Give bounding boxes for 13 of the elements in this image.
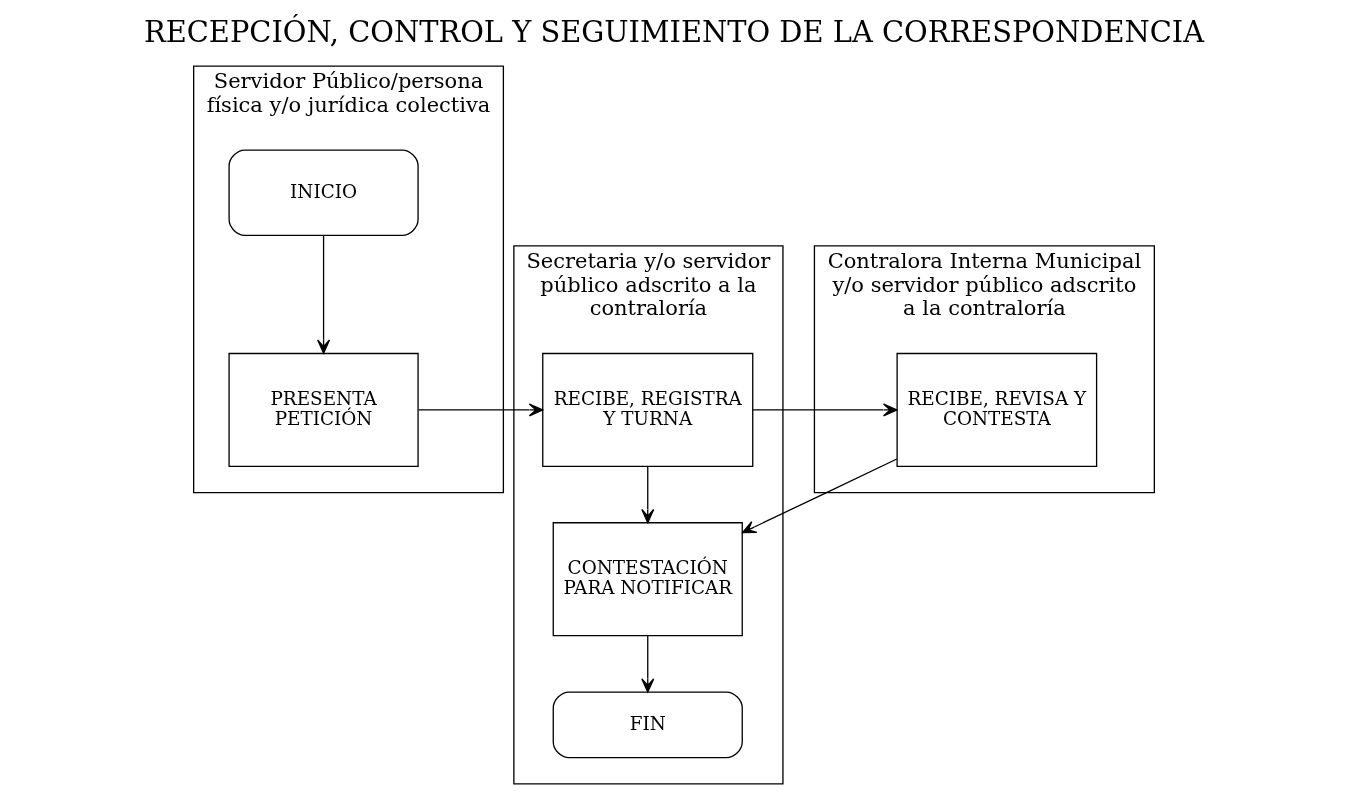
arrow	[641, 635, 655, 693]
node-box: PRESENTA PETICIÓN	[228, 352, 419, 467]
arrow	[641, 466, 655, 524]
node-box: CONTESTACIÓN PARA NOTIFICAR	[552, 522, 743, 637]
node-box: RECIBE, REVISA Y CONTESTA	[896, 352, 1098, 467]
arrow	[752, 403, 898, 417]
diagram-title: RECEPCIÓN, CONTROL Y SEGUIMIENTO DE LA CORRESPONDENCIA	[143, 14, 1205, 49]
arrow	[317, 234, 331, 354]
arrow	[417, 403, 544, 417]
node-box: RECIBE, REGISTRA Y TURNA	[542, 352, 754, 467]
node-box: FIN	[552, 691, 743, 759]
arrow	[741, 458, 898, 534]
node-box: INICIO	[228, 149, 419, 236]
